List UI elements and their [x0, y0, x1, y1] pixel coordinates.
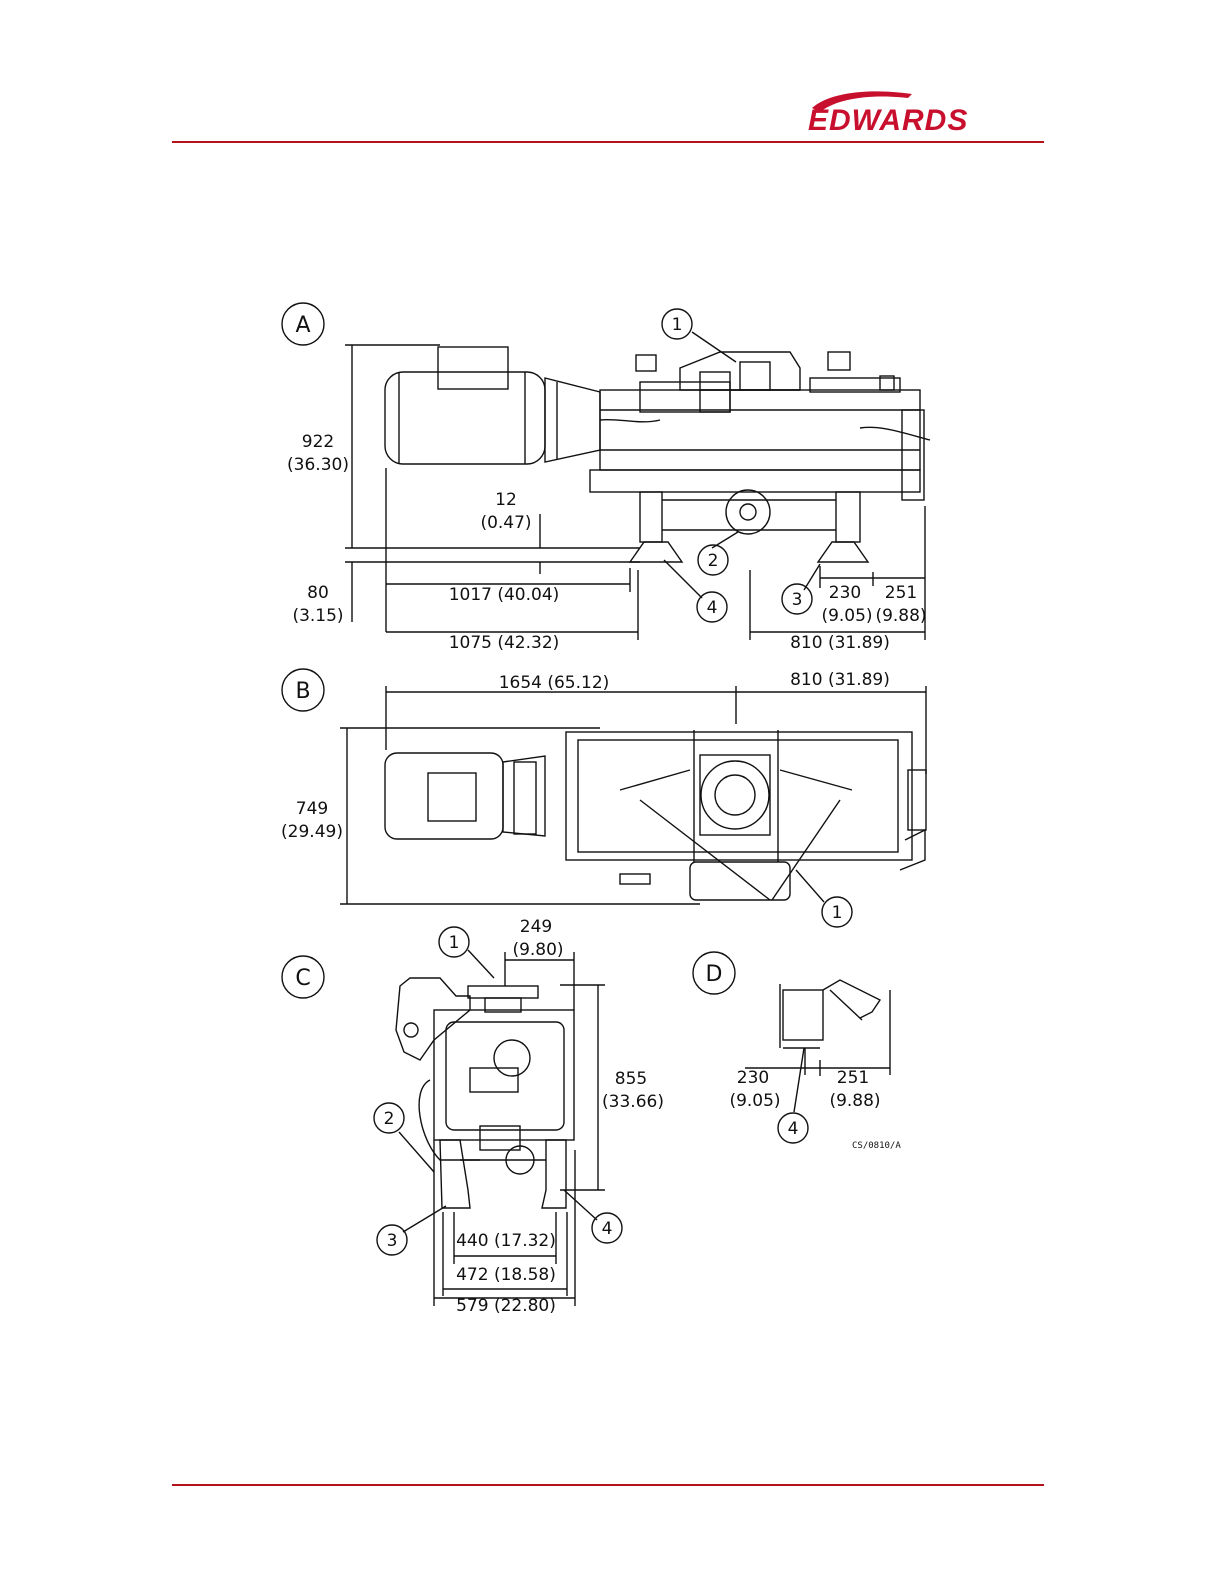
callout-a-2: 2: [708, 551, 719, 571]
callout-a-1: 1: [672, 315, 683, 335]
dim-a-230-in: (9.05): [821, 606, 872, 626]
view-c: [282, 927, 622, 1306]
dim-d-230-in: (9.05): [729, 1091, 780, 1111]
dim-a-251-in: (9.88): [875, 606, 926, 626]
view-d-label: D: [706, 962, 723, 987]
dim-a-810: 810 (31.89): [790, 633, 890, 653]
dim-a-12: 12: [495, 490, 517, 510]
dim-c-855-in: (33.66): [602, 1092, 664, 1112]
dim-a-1075: 1075 (42.32): [449, 633, 560, 653]
drawing-reference: CS/0810/A: [852, 1141, 901, 1151]
callout-c-4: 4: [602, 1219, 613, 1239]
dim-b-749-in: (29.49): [281, 822, 343, 842]
dim-a-922-in: (36.30): [287, 455, 349, 475]
dim-c-579: 579 (22.80): [456, 1296, 556, 1316]
dim-a-230: 230: [829, 583, 861, 603]
dim-a-251: 251: [885, 583, 917, 603]
dim-c-249: 249: [520, 917, 552, 937]
callout-b-1: 1: [832, 903, 843, 923]
view-a-label: A: [295, 313, 310, 338]
dim-d-230: 230: [737, 1068, 769, 1088]
dim-d-251-in: (9.88): [829, 1091, 880, 1111]
callout-a-4: 4: [707, 598, 718, 618]
callout-c-1: 1: [449, 933, 460, 953]
dim-a-80: 80: [307, 583, 329, 603]
dim-a-12-in: (0.47): [480, 513, 531, 533]
view-d: [693, 952, 890, 1143]
dim-b-1654: 1654 (65.12): [499, 673, 610, 693]
dim-c-440: 440 (17.32): [456, 1231, 556, 1251]
dim-c-472: 472 (18.58): [456, 1265, 556, 1285]
callout-a-3: 3: [792, 590, 803, 610]
dim-c-249-in: (9.80): [512, 940, 563, 960]
dim-d-251: 251: [837, 1068, 869, 1088]
dim-a-922: 922: [302, 432, 334, 452]
dim-b-749: 749: [296, 799, 328, 819]
callout-c-2: 2: [384, 1109, 395, 1129]
callout-c-3: 3: [387, 1231, 398, 1251]
view-b: [282, 669, 926, 927]
dim-a-1017: 1017 (40.04): [449, 585, 560, 605]
view-c-label: C: [295, 966, 310, 991]
dim-b-810: 810 (31.89): [790, 670, 890, 690]
dim-c-855: 855: [615, 1069, 647, 1089]
dim-a-80-in: (3.15): [292, 606, 343, 626]
callout-d-4: 4: [788, 1119, 799, 1139]
view-b-label: B: [295, 679, 310, 704]
